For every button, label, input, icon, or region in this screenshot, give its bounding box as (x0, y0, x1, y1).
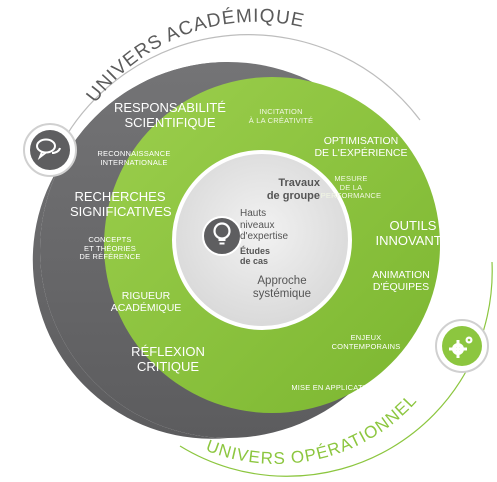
inner-disc-edge (172, 150, 352, 330)
inner-disc (174, 152, 350, 328)
green-label-mise: MISE EN APPLICATION (291, 383, 377, 392)
outer-gray-arc (57, 34, 421, 151)
center-badge (202, 216, 242, 256)
academic-badge (23, 123, 77, 177)
speech-bubbles-icon (36, 138, 61, 160)
gears-icon (449, 336, 473, 358)
outer-green-arc (179, 261, 493, 477)
operational-badge (435, 319, 489, 373)
lightbulb-icon (213, 222, 231, 245)
